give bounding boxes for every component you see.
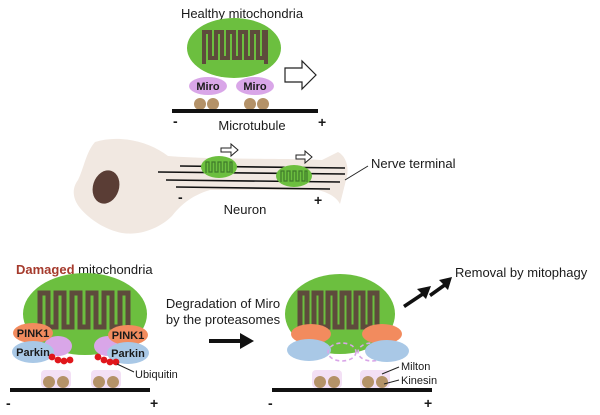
pink1-left (13, 323, 53, 343)
parkin-right (107, 342, 149, 364)
degraded-miro-left (327, 342, 357, 362)
pink1-detached-right (362, 324, 402, 344)
miro-label-right: Miro (243, 81, 267, 93)
removal-panel: - + Milton Kinesin Removal by mitophagy (268, 265, 588, 411)
miro-adaptor-right (236, 77, 274, 95)
removal-microtubule (272, 388, 432, 392)
microtubule-label: Microtubule (218, 118, 285, 133)
ubiquitin-leader (116, 363, 135, 373)
damaged-panel: Damaged mitochondria PINK1 Parkin PINK1 … (6, 262, 178, 411)
nucleus (92, 170, 120, 204)
nerve-terminal-label: Nerve terminal (371, 156, 456, 171)
axon-arrow-icon-a (220, 142, 239, 158)
parkin-right-label: Parkin (111, 348, 145, 360)
healthy-minus-sign: - (173, 113, 178, 129)
removal-by-mitophagy-label: Removal by mitophagy (455, 265, 588, 280)
neuron-panel: - + Neuron Nerve terminal (73, 138, 456, 234)
degradation-step: Degradation of Miro by the proteasomes (166, 296, 281, 349)
healthy-title: Healthy mitochondria (181, 6, 304, 21)
removal-minus-sign: - (268, 395, 273, 411)
degradation-arrow-icon (209, 333, 254, 349)
ubiquitin-label: Ubiquitin (135, 369, 178, 381)
healthy-microtubule (172, 109, 318, 113)
healthy-panel: Healthy mitochondria Miro Miro - + Micro… (172, 6, 326, 133)
damaged-kinesin-motors (43, 376, 119, 388)
neuron-mitochondrion-a (201, 156, 237, 178)
mitophagy-arrow-icon-1 (403, 286, 431, 308)
healthy-kinesin-motors (194, 98, 269, 110)
parkin-detached-left (287, 339, 331, 361)
removal-kinesin-motors (314, 376, 388, 388)
degradation-line-2: by the proteasomes (166, 312, 281, 327)
neuron-minus-sign: - (178, 189, 183, 205)
damaged-microtubule (10, 388, 150, 392)
ubiquitin-chain-right (94, 353, 120, 366)
miro-label-left: Miro (196, 81, 220, 93)
milton-leader (381, 366, 400, 375)
nerve-terminal-leader (344, 165, 369, 181)
kinesin-leader (383, 379, 400, 385)
parkin-left-label: Parkin (16, 347, 50, 359)
damaged-title: Damaged mitochondria (16, 262, 153, 277)
parkin-left (12, 341, 54, 363)
neuron-label: Neuron (224, 202, 267, 217)
damaged-minus-sign: - (6, 395, 11, 411)
pink1-right (108, 325, 148, 345)
pink1-left-label: PINK1 (17, 328, 49, 340)
degradation-line-1: Degradation of Miro (166, 296, 280, 311)
healthy-plus-sign: + (318, 114, 326, 130)
movement-arrow-icon (284, 59, 317, 91)
mitophagy-arrow-icon-2 (429, 277, 452, 297)
healthy-mitochondrion (187, 18, 281, 78)
neuron-mitochondrion-b (276, 165, 312, 187)
neuron-plus-sign: + (314, 192, 322, 208)
ubiquitin-chain-left (48, 353, 74, 365)
pink1-detached-left (291, 324, 331, 344)
pink1-right-label: PINK1 (112, 330, 144, 342)
neuron-body (73, 138, 348, 234)
parkin-detached-right (365, 340, 409, 362)
miro-adaptor-left (189, 77, 227, 95)
kinesin-label: Kinesin (401, 375, 437, 387)
axon-arrow-icon-b (295, 149, 313, 165)
removal-plus-sign: + (424, 395, 432, 411)
milton-label: Milton (401, 361, 430, 373)
damaged-plus-sign: + (150, 395, 158, 411)
